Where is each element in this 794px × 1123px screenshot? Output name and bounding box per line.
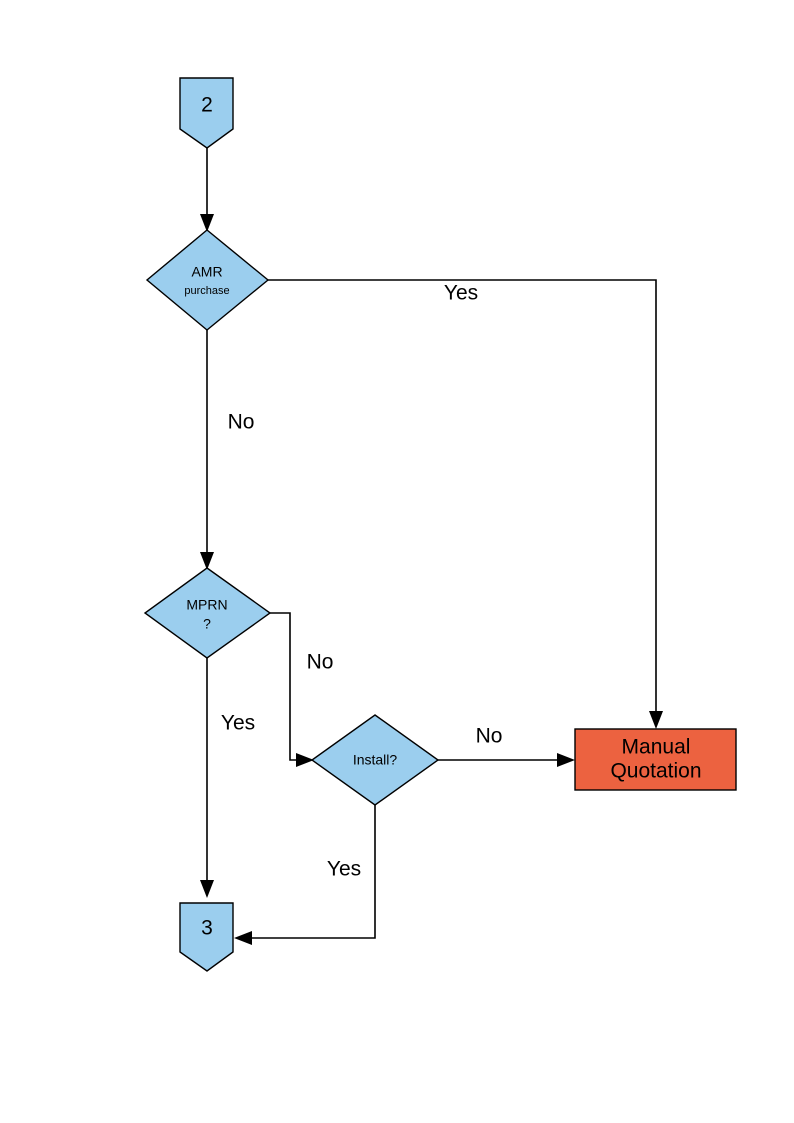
edge-amr-yes-to-manual-quotation: Yes bbox=[268, 279, 663, 729]
diamond-shape bbox=[310, 714, 440, 806]
edge-line bbox=[244, 805, 376, 939]
arrow-head-icon bbox=[557, 753, 575, 767]
arrow-head-icon bbox=[200, 214, 214, 232]
edge-amr-no-to-mprn: No bbox=[200, 330, 254, 570]
node-decision-amr-purchase[interactable]: AMR purchase bbox=[145, 229, 270, 331]
arrow-head-icon bbox=[234, 931, 252, 945]
diamond-shape bbox=[143, 567, 272, 659]
rectangle-shape bbox=[574, 728, 737, 791]
edge-install-no-to-manual-quotation: No bbox=[438, 725, 575, 767]
edge-line bbox=[268, 279, 657, 719]
arrow-head-icon bbox=[649, 711, 663, 729]
edge-mprn-yes-to-end3: Yes bbox=[200, 658, 255, 898]
edge-label-no-install: No bbox=[476, 725, 503, 748]
edge-install-yes-to-end3: Yes bbox=[234, 805, 376, 945]
node-decision-install[interactable]: Install? bbox=[310, 714, 440, 806]
node-label-manual-quotation-line2: Quotation bbox=[610, 760, 701, 783]
node-label-install: Install? bbox=[353, 752, 398, 768]
edge-start2-to-amr bbox=[200, 148, 214, 232]
diamond-shape bbox=[145, 229, 270, 331]
node-label-start-2: 2 bbox=[201, 94, 213, 117]
arrow-head-icon bbox=[296, 753, 314, 767]
edge-label-no-amr: No bbox=[228, 411, 255, 434]
edge-label-yes-amr: Yes bbox=[444, 282, 478, 305]
node-label-mprn-line2: ? bbox=[203, 616, 211, 632]
node-label-end-3: 3 bbox=[201, 917, 213, 940]
edge-line bbox=[270, 612, 304, 761]
pentagon-shape bbox=[179, 902, 234, 972]
edge-mprn-no-to-install: No bbox=[270, 612, 334, 767]
node-start-connector-2[interactable]: 2 bbox=[179, 77, 234, 149]
node-label-mprn-line1: MPRN bbox=[186, 597, 227, 613]
edge-label-no-mprn: No bbox=[307, 651, 334, 674]
node-label-amr-line1: AMR bbox=[191, 264, 222, 280]
arrow-head-icon bbox=[200, 880, 214, 898]
node-end-connector-3[interactable]: 3 bbox=[179, 902, 234, 972]
node-label-amr-line2: purchase bbox=[184, 285, 229, 297]
arrow-head-icon bbox=[200, 552, 214, 570]
edge-label-yes-mprn: Yes bbox=[221, 712, 255, 735]
node-process-manual-quotation[interactable]: Manual Quotation bbox=[574, 728, 737, 791]
node-decision-mprn[interactable]: MPRN ? bbox=[143, 567, 272, 659]
pentagon-shape bbox=[179, 77, 234, 149]
node-label-manual-quotation-line1: Manual bbox=[622, 736, 691, 759]
edge-label-yes-install: Yes bbox=[327, 858, 361, 881]
